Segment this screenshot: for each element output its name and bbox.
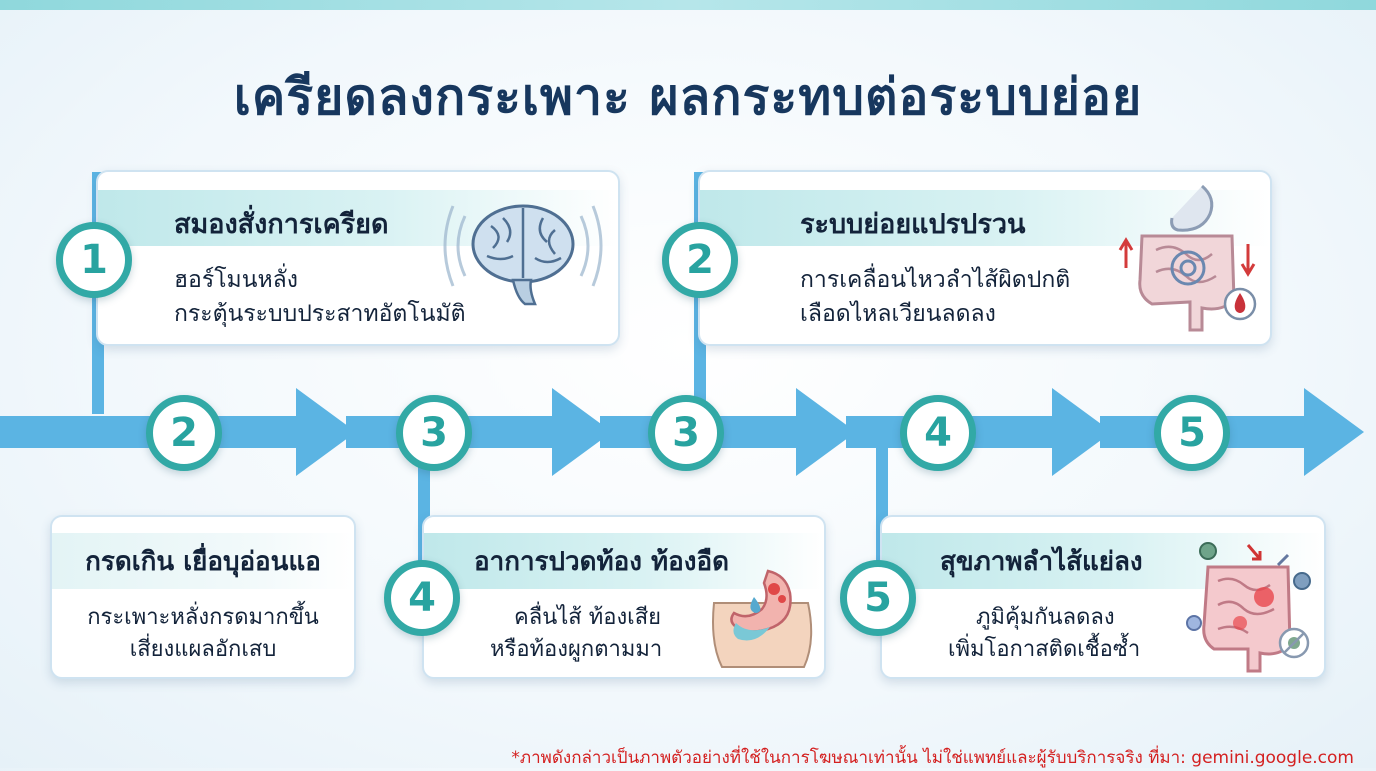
timeline-badge-3: 3 xyxy=(648,395,724,471)
timeline-badge-5: 5 xyxy=(1154,395,1230,471)
timeline-arrowhead-3 xyxy=(796,388,856,476)
timeline-arrowhead-5 xyxy=(1304,388,1364,476)
step-card-brain: สมองสั่งการเครียด ฮอร์โมนหลั่ง กระตุ้นระ… xyxy=(96,170,620,346)
card-badge-2: 2 xyxy=(662,222,738,298)
step-card-stomach-pain: อาการปวดท้อง ท้องอืด คลื่นไส้ ท้องเสีย ห… xyxy=(422,515,826,679)
card-title: ระบบย่อยแปรปรวน xyxy=(800,209,1026,240)
digestive-system-icon xyxy=(1118,184,1257,332)
timeline-arrowhead-2 xyxy=(552,388,612,476)
card-line: เลือดไหลเวียนลดลง xyxy=(800,301,996,327)
card-line: คลื่นไส้ ท้องเสีย xyxy=(514,605,662,630)
timeline-badge-4: 4 xyxy=(900,395,976,471)
card-badge-4: 4 xyxy=(384,560,460,636)
timeline-arrowhead-1 xyxy=(296,388,356,476)
card-line: กระเพาะหลั่งกรดมากขึ้น xyxy=(87,605,319,630)
card-title: สมองสั่งการเครียด xyxy=(174,209,389,240)
step-card-acid: กรดเกิน เยื่อบุอ่อนแอ กระเพาะหลั่งกรดมาก… xyxy=(50,515,356,679)
card-line: หรือท้องผูกตามมา xyxy=(490,637,663,662)
card-badge-1: 1 xyxy=(56,222,132,298)
card-line: การเคลื่อนไหวลำไส้ผิดปกติ xyxy=(800,267,1071,293)
card-line: ภูมิคุ้มกันลดลง xyxy=(976,605,1115,630)
timeline-badge-2: 3 xyxy=(396,395,472,471)
step-card-digestive: ระบบย่อยแปรปรวน การเคลื่อนไหวลำไส้ผิดปกต… xyxy=(698,170,1272,346)
card-header xyxy=(52,533,354,589)
page-title: เครียดลงกระเพาะ ผลกระทบต่อระบบย่อย xyxy=(233,68,1143,126)
top-accent-bar xyxy=(0,0,1376,10)
card-title: กรดเกิน เยื่อบุอ่อนแอ xyxy=(85,547,321,577)
card-line: กระตุ้นระบบประสาทอัตโนมัติ xyxy=(174,301,466,327)
intestine-bacteria-icon xyxy=(1186,542,1311,673)
card-badge-5: 5 xyxy=(840,560,916,636)
card-line: เพิ่มโอกาสติดเชื้อซ้ำ xyxy=(948,637,1141,662)
card-header xyxy=(424,533,824,589)
brain-icon xyxy=(443,204,603,306)
disclaimer-footnote: *ภาพดังกล่าวเป็นภาพตัวอย่างที่ใช้ในการโฆ… xyxy=(511,748,1354,768)
card-line: ฮอร์โมนหลั่ง xyxy=(174,267,298,293)
stomach-icon xyxy=(712,569,813,668)
timeline-badge-1: 2 xyxy=(146,395,222,471)
card-line: เสี่ยงแผลอักเสบ xyxy=(129,637,277,662)
timeline-arrowhead-4 xyxy=(1052,388,1112,476)
card-title: สุขภาพลำไส้แย่ลง xyxy=(940,547,1143,577)
card-title: อาการปวดท้อง ท้องอืด xyxy=(474,547,729,577)
step-card-gut-health: สุขภาพลำไส้แย่ลง ภูมิคุ้มกันลดลง เพิ่มโอ… xyxy=(880,515,1326,679)
